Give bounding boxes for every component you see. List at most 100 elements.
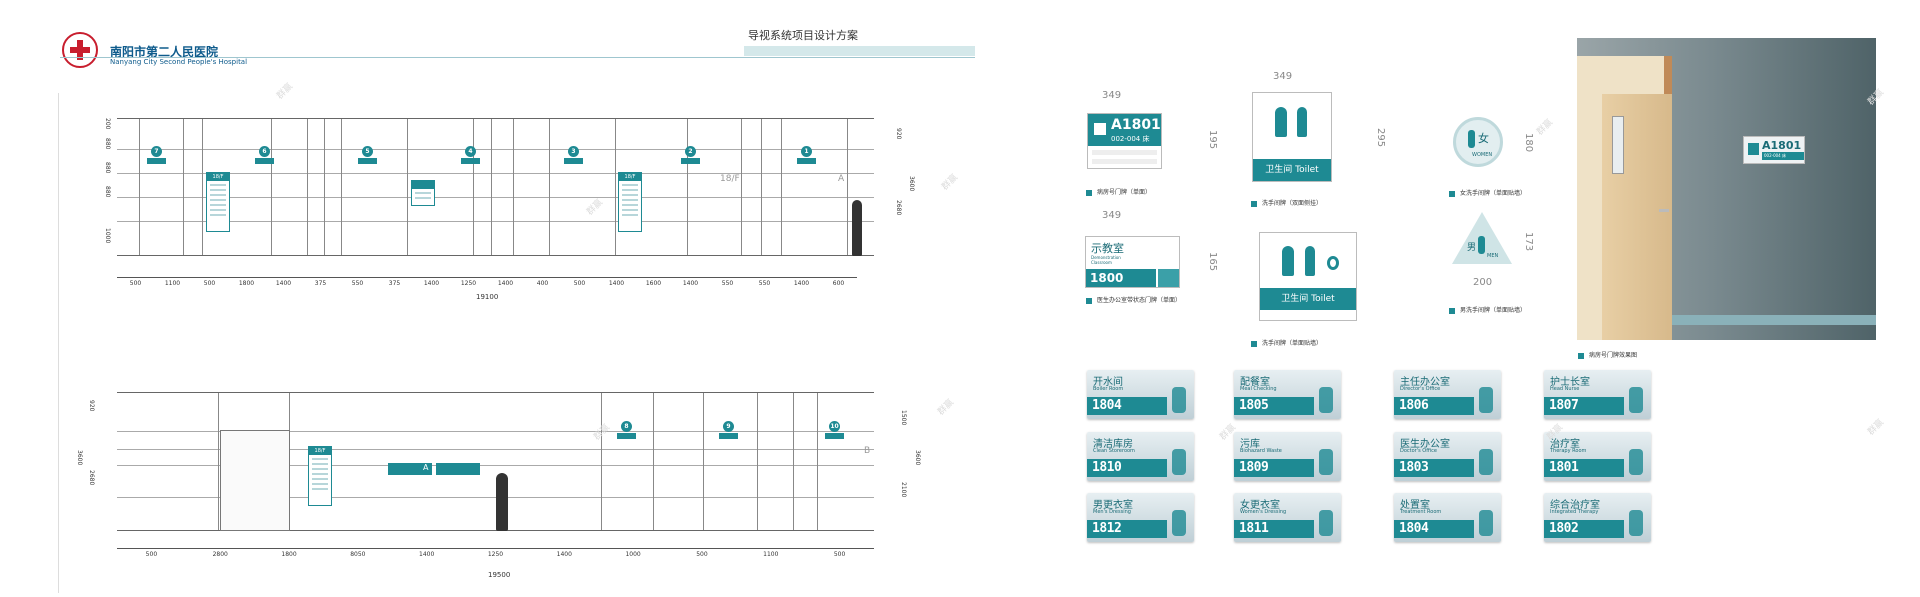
ward-beds: 002-004 床 <box>1111 135 1150 143</box>
hanging-wayfinding-sign <box>388 463 432 475</box>
room-name-cn: 女更衣室 <box>1240 500 1280 511</box>
demo-en: Demonstration Classroom <box>1091 255 1121 265</box>
floor-directory-board: 18/F <box>308 446 332 506</box>
room-number: 1809 <box>1234 459 1314 477</box>
dim-value: 1800 <box>281 551 297 558</box>
notice-board <box>411 180 435 206</box>
dim-value: 400 <box>536 280 549 287</box>
height-dim: 1000 <box>104 228 111 244</box>
dim-value: 1400 <box>275 280 292 287</box>
room-number: 1804 <box>1087 397 1167 415</box>
dim-label: 195 <box>1207 130 1218 150</box>
project-title: 导视系统项目设计方案 <box>748 29 858 42</box>
dim-value: 500 <box>129 280 142 287</box>
room-name-cn: 主任办公室 <box>1400 377 1450 388</box>
man-icon <box>1297 107 1307 137</box>
toilet-side-sign: 卫生间 Toilet <box>1252 92 1332 182</box>
floor-directory-board: 18/F <box>618 172 642 232</box>
room-name-en: Doctor's Office <box>1400 448 1437 454</box>
sign-number: 1 <box>801 146 812 157</box>
room-name-en: Meal Checking <box>1240 386 1277 392</box>
sign-number: 5 <box>362 146 373 157</box>
total-length-top: 19100 <box>476 293 499 301</box>
room-number: 1812 <box>1087 520 1167 538</box>
dim-value: 550 <box>758 280 771 287</box>
caption-toilet-side: 洗手间牌（双面侧挂） <box>1251 198 1322 207</box>
room-number: 1801 <box>1544 459 1624 477</box>
room-name-en: Director's Office <box>1400 386 1441 392</box>
wall-floor-mark: 18/F <box>720 174 740 184</box>
dim-label: 349 <box>1273 71 1293 82</box>
dim-value: 500 <box>145 551 158 558</box>
wall-mark-a: A <box>423 463 429 472</box>
demo-room-sign: 示教室 Demonstration Classroom 1800 <box>1085 236 1180 288</box>
dim-value: 2800 <box>212 551 228 558</box>
page-margin-line <box>58 93 59 593</box>
room-sign-mark <box>617 433 636 439</box>
sign-number: 2 <box>685 146 696 157</box>
man-icon <box>1305 246 1315 276</box>
room-sign-mark <box>719 433 738 439</box>
dim-value: 1800 <box>238 280 255 287</box>
room-name-en: Therapy Room <box>1550 448 1587 454</box>
room-sign-mark <box>681 158 700 164</box>
sign-number: 4 <box>465 146 476 157</box>
room-name-cn: 医生办公室 <box>1400 439 1450 450</box>
dim-value: 375 <box>314 280 327 287</box>
room-name-cn: 护士长室 <box>1550 377 1590 388</box>
caption-women: 女洗手间牌（单面贴墙） <box>1449 188 1526 197</box>
sign-number: 3 <box>568 146 579 157</box>
height-dim: 920 <box>88 400 95 412</box>
woman-icon <box>1468 130 1475 148</box>
dim-value: 550 <box>721 280 734 287</box>
height-dim: 1500 <box>900 410 907 426</box>
photo-ward-sign: A1801 002-004 床 <box>1743 136 1805 164</box>
room-name-cn: 清洁库房 <box>1093 439 1133 450</box>
room-pictogram-icon <box>1172 510 1186 536</box>
dim-value: 1400 <box>793 280 810 287</box>
room-pictogram-icon <box>1479 387 1493 413</box>
ward-door-sign: A1801 002-004 床 <box>1087 113 1162 169</box>
room-pictogram-icon <box>1319 449 1333 475</box>
room-name-en: Biohazard Waste <box>1240 448 1282 454</box>
toilet-label-bar: 卫生间 Toilet <box>1260 288 1356 310</box>
accessible-icon <box>1327 256 1339 270</box>
sign-number: 8 <box>621 421 632 432</box>
dim-value: 1400 <box>423 280 440 287</box>
room-name-en: Clean Storeroom <box>1093 448 1135 454</box>
elevation-panel: 南阳市第二人民医院 Nanyang City Second People's H… <box>58 29 975 593</box>
height-dim: 2100 <box>900 482 907 498</box>
room-pictogram-icon <box>1629 449 1643 475</box>
caption-photo: 病房号门牌效果图 <box>1578 350 1637 359</box>
title-rule <box>60 57 975 58</box>
demo-cn: 示教室 <box>1091 242 1124 255</box>
room-pictogram-icon <box>1319 510 1333 536</box>
sign-number: 6 <box>259 146 270 157</box>
dim-value: 1250 <box>487 551 504 558</box>
height-dim: 2680 <box>88 470 95 486</box>
room-name-cn: 污库 <box>1240 439 1260 450</box>
room-sign-mark <box>255 158 274 164</box>
dim-label: 173 <box>1523 232 1534 252</box>
height-dim: 2680 <box>895 200 902 216</box>
height-dim: 880 <box>104 162 111 174</box>
watermark: 群赢 <box>275 81 295 102</box>
height-dim: 3600 <box>908 176 915 192</box>
dim-value: 500 <box>573 280 586 287</box>
room-name-en: Head Nurse <box>1550 386 1580 392</box>
dim-label: 349 <box>1102 90 1122 101</box>
height-dim: 3600 <box>914 450 921 466</box>
caption-demo: 医生办公室带状态门牌（单面） <box>1086 295 1181 304</box>
dim-value: 1400 <box>497 280 514 287</box>
dim-value: 1400 <box>682 280 699 287</box>
ward-sign-photo: A1801 002-004 床 <box>1577 38 1876 340</box>
double-door <box>220 430 290 531</box>
height-dim: 3600 <box>76 450 83 466</box>
height-dim: 880 <box>104 138 111 150</box>
caption-toilet-flat: 洗手间牌（单面贴墙） <box>1251 338 1322 347</box>
